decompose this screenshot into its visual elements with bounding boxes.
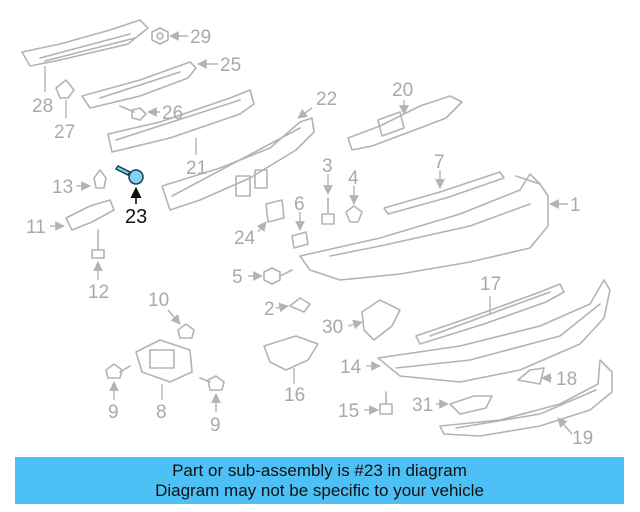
callout-10: 10 bbox=[148, 290, 169, 311]
callout-9-left: 9 bbox=[108, 402, 119, 423]
part-9a-bolt bbox=[105, 363, 131, 400]
part-18-trim bbox=[517, 367, 552, 385]
callout-28: 28 bbox=[32, 96, 53, 117]
part-11-bracket bbox=[50, 199, 115, 231]
part-3-bolt bbox=[321, 174, 335, 225]
callout-5: 5 bbox=[232, 267, 243, 288]
part-27-clip bbox=[55, 79, 75, 118]
notice-banner: Part or sub-assembly is #23 in diagram D… bbox=[15, 457, 624, 504]
notice-line-2: Diagram may not be specific to your vehi… bbox=[155, 481, 484, 500]
part-20-upper-bracket bbox=[347, 95, 463, 151]
callout-7: 7 bbox=[434, 152, 445, 173]
callout-19: 19 bbox=[572, 428, 593, 449]
callout-8: 8 bbox=[156, 402, 167, 423]
part-7-trim-strip bbox=[383, 170, 505, 215]
part-25-bracket bbox=[81, 59, 218, 109]
part-6-clip bbox=[291, 212, 309, 249]
callout-1: 1 bbox=[570, 195, 581, 216]
part-9b-bolt bbox=[199, 375, 225, 412]
callout-9-right: 9 bbox=[210, 415, 221, 436]
part-29-nut bbox=[151, 27, 188, 45]
part-10-nut bbox=[167, 309, 195, 339]
callout-16: 16 bbox=[284, 385, 305, 406]
callout-25: 25 bbox=[220, 55, 241, 76]
part-1-bumper-cover bbox=[299, 173, 568, 281]
callout-21: 21 bbox=[186, 158, 207, 179]
callout-4: 4 bbox=[348, 168, 359, 189]
callout-14: 14 bbox=[340, 357, 362, 378]
callout-17: 17 bbox=[480, 274, 501, 295]
callout-29: 29 bbox=[190, 27, 211, 48]
callout-2: 2 bbox=[264, 299, 275, 320]
notice-line-1: Part or sub-assembly is #23 in diagram bbox=[172, 461, 467, 480]
part-31-clip bbox=[436, 395, 493, 415]
part-26-bolt bbox=[119, 105, 160, 121]
callout-3: 3 bbox=[322, 156, 333, 177]
callout-18: 18 bbox=[556, 369, 577, 390]
part-21-energy-absorber bbox=[107, 89, 255, 155]
callout-12: 12 bbox=[88, 282, 109, 303]
callout-24: 24 bbox=[234, 228, 256, 249]
part-19-lower-trim bbox=[439, 359, 613, 437]
callout-20: 20 bbox=[392, 80, 413, 101]
part-17-reinforcement bbox=[415, 283, 565, 345]
part-23-bolt-highlighted bbox=[114, 165, 144, 204]
part-13-pin bbox=[76, 169, 107, 191]
callout-22: 22 bbox=[316, 89, 337, 110]
part-15-bolt bbox=[364, 391, 393, 415]
callout-13: 13 bbox=[52, 177, 73, 198]
callout-15: 15 bbox=[338, 401, 359, 422]
callout-6: 6 bbox=[294, 194, 305, 215]
callout-23-highlighted: 23 bbox=[125, 206, 147, 228]
part-30-bracket bbox=[347, 299, 401, 341]
part-12-bolt bbox=[91, 229, 105, 280]
part-24-bracket bbox=[256, 199, 285, 233]
part-22-impact-bar bbox=[161, 107, 315, 211]
callout-27: 27 bbox=[54, 122, 75, 143]
callout-31: 31 bbox=[412, 395, 433, 416]
part-28-trim-plate bbox=[21, 19, 149, 92]
part-16-bracket bbox=[263, 335, 319, 384]
part-2-clip bbox=[275, 297, 311, 313]
callout-26: 26 bbox=[162, 103, 183, 124]
part-5-bolt bbox=[248, 267, 293, 285]
part-14-valance bbox=[366, 279, 611, 383]
callout-30: 30 bbox=[322, 317, 343, 338]
part-8-sensor-bracket bbox=[135, 339, 193, 400]
part-4-clip bbox=[345, 186, 363, 223]
callout-11: 11 bbox=[26, 217, 46, 238]
